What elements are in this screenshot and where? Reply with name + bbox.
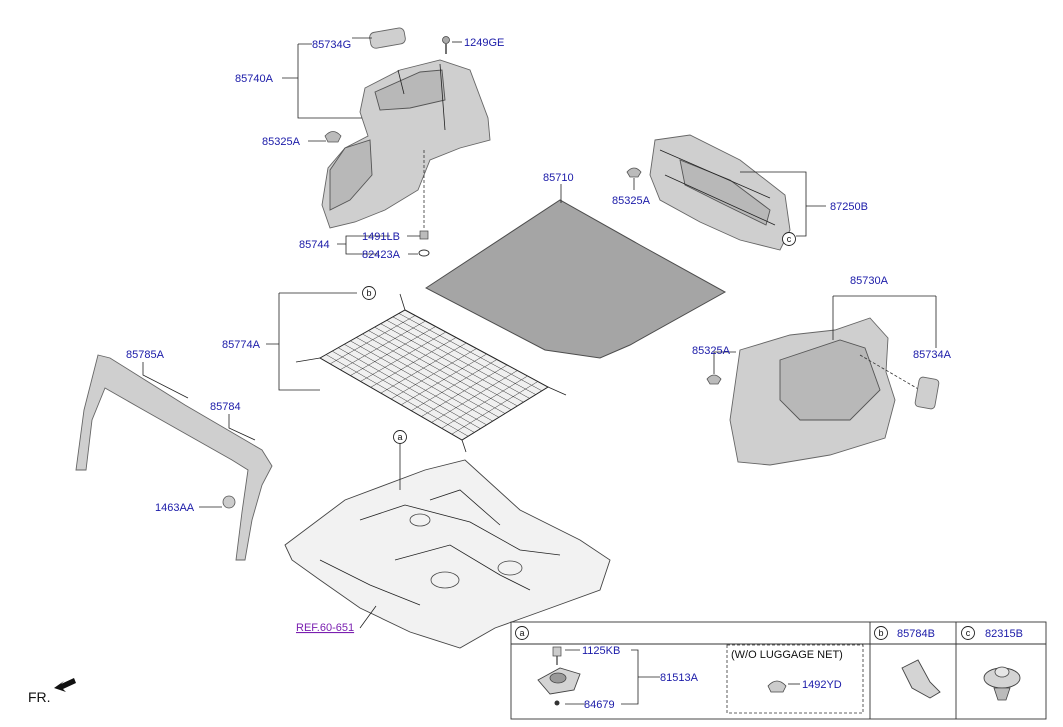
leader-lines xyxy=(142,37,937,629)
svg-text:c: c xyxy=(787,234,792,244)
right-quarter-trim-part xyxy=(729,317,921,466)
legend-a-1492YD: 1492YD xyxy=(802,679,842,691)
front-arrow-icon xyxy=(54,678,76,692)
svg-text:b: b xyxy=(366,288,371,298)
label-1249GE: 1249GE xyxy=(464,37,504,49)
label-85325A-mid: 85325A xyxy=(612,195,651,207)
floor-panel-ref-part xyxy=(284,459,611,649)
cover-85734A-right-part xyxy=(914,376,940,410)
legend-a-hook-part xyxy=(537,646,581,706)
label-82423A: 82423A xyxy=(362,249,401,261)
legend-a-84679: 84679 xyxy=(584,699,615,711)
left-quarter-trim-part xyxy=(321,59,491,229)
label-87250B: 87250B xyxy=(830,201,868,213)
label-1491LB: 1491LB xyxy=(362,231,400,243)
legend-table: a b c 85784B 82315B 1125KB 81513A 84679 … xyxy=(510,621,1047,720)
clip-85325A-right-part xyxy=(706,374,722,385)
transverse-trim-87250B-part xyxy=(649,134,791,251)
svg-text:a: a xyxy=(519,628,524,638)
label-front-direction: FR. xyxy=(28,689,51,705)
legend-a-81513A: 81513A xyxy=(660,672,699,684)
luggage-net-85774A-part xyxy=(295,293,567,453)
fastener-85744-part xyxy=(418,150,430,257)
bolt-1249GE-part xyxy=(442,36,450,54)
label-85710: 85710 xyxy=(543,172,574,184)
legend-a-plug-part xyxy=(767,680,787,693)
label-ref-60-651: REF.60-651 xyxy=(296,622,354,634)
svg-text:c: c xyxy=(966,628,971,638)
grommet-1463AA-part xyxy=(222,495,236,509)
legend-b-part-label: 85784B xyxy=(897,628,935,640)
label-85784: 85784 xyxy=(210,401,241,413)
label-85734A: 85734A xyxy=(913,349,952,361)
legend-a-letter: a xyxy=(515,626,529,640)
legend-c-part-label: 82315B xyxy=(985,628,1023,640)
svg-text:a: a xyxy=(397,432,402,442)
svg-text:b: b xyxy=(878,628,883,638)
luggage-mat-85710-part xyxy=(425,199,727,359)
label-85325A-left: 85325A xyxy=(262,136,301,148)
label-85740A: 85740A xyxy=(235,73,274,85)
label-1463AA: 1463AA xyxy=(155,502,195,514)
legend-c-clip-part xyxy=(983,666,1021,701)
cover-85734G-top-part xyxy=(369,27,406,49)
label-85774A: 85774A xyxy=(222,339,261,351)
marker-c-circle: c xyxy=(782,232,796,246)
clip-85325A-left-part xyxy=(324,131,342,143)
label-85730A: 85730A xyxy=(850,275,889,287)
side-brace-85785A-part xyxy=(75,354,273,561)
label-85785A: 85785A xyxy=(126,349,165,361)
legend-c-letter: c xyxy=(961,626,975,640)
legend-a-1125KB: 1125KB xyxy=(582,645,620,657)
marker-a-circle: a xyxy=(393,430,407,444)
label-85325A-right: 85325A xyxy=(692,345,731,357)
legend-b-hook-part xyxy=(901,659,941,699)
legend-a-variant-note: (W/O LUGGAGE NET) xyxy=(731,649,843,661)
legend-b-letter: b xyxy=(874,626,888,640)
marker-b-circle: b xyxy=(362,286,376,300)
label-85744: 85744 xyxy=(299,239,330,251)
clip-85325A-mid-part xyxy=(626,167,642,178)
label-85734G-top: 85734G xyxy=(312,39,351,51)
